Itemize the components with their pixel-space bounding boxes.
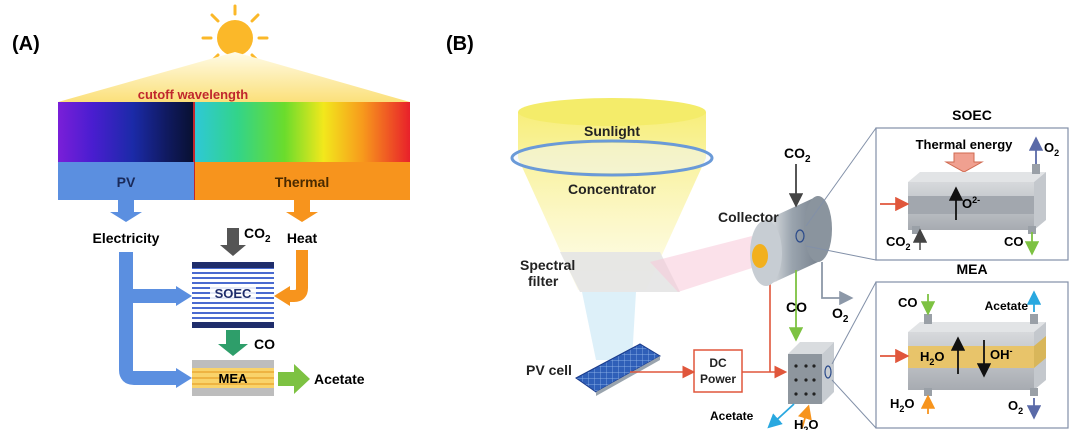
mea-h2o-label: H2O bbox=[920, 349, 945, 367]
acetate-arrow bbox=[278, 364, 310, 394]
reflected-beam bbox=[650, 236, 752, 292]
co2-label-a: CO2 bbox=[244, 225, 271, 245]
heat-label: Heat bbox=[287, 230, 318, 246]
pv-cell-label: PV cell bbox=[526, 362, 572, 378]
mea-detail-box: MEA CO Acetate H2O OH- H2O O2 bbox=[875, 261, 1069, 429]
co2-down-arrow bbox=[220, 228, 246, 256]
mea-detail-title: MEA bbox=[956, 261, 987, 277]
mea-label-a: MEA bbox=[219, 371, 249, 386]
thermal-energy-label: Thermal energy bbox=[916, 137, 1014, 152]
pv-label: PV bbox=[117, 174, 136, 190]
o2-flow-arrow bbox=[821, 262, 854, 306]
cutoff-wavelength-label: cutoff wavelength bbox=[138, 87, 249, 102]
soec-co2-label: CO2 bbox=[886, 234, 911, 252]
collector bbox=[750, 196, 832, 286]
heat-to-soec-flow bbox=[288, 250, 308, 302]
co-label-a: CO bbox=[254, 336, 275, 352]
mea-oh-label: OH- bbox=[990, 346, 1013, 362]
soec-o2-label: O2 bbox=[1044, 140, 1059, 158]
acetate-label-a: Acetate bbox=[314, 371, 365, 387]
thermal-energy-arrow bbox=[944, 152, 984, 173]
sunlight-label: Sunlight bbox=[584, 123, 640, 139]
spectrum-thermal-region bbox=[194, 102, 410, 162]
mea-o2-label: O2 bbox=[1008, 398, 1023, 416]
dc-power-label-1: DC bbox=[709, 356, 727, 370]
pv-band bbox=[58, 162, 194, 200]
concentrator-label: Concentrator bbox=[568, 181, 656, 197]
thermal-down-arrow bbox=[286, 200, 318, 222]
co-down-arrow bbox=[218, 330, 248, 356]
pv-cell bbox=[575, 343, 661, 396]
mea-stack bbox=[788, 342, 834, 404]
electricity-label: Electricity bbox=[93, 230, 160, 246]
acetate-out-label: Acetate bbox=[710, 409, 754, 423]
o2-mid-label: O2 bbox=[832, 305, 849, 325]
electricity-to-soec-flow bbox=[119, 252, 178, 303]
panel-b: (B) Sunlight Concentrator Spectral filte… bbox=[446, 33, 1069, 435]
oxide-ion-label: O2- bbox=[962, 195, 980, 211]
spectral-filter-label-1: Spectral bbox=[520, 257, 575, 273]
dc-power-label-2: Power bbox=[700, 372, 736, 386]
soec-detail-title: SOEC bbox=[952, 107, 992, 123]
panel-a: (A) cutoff wavelength PV Therma bbox=[12, 4, 410, 396]
spectrum-pv-region bbox=[58, 102, 194, 162]
mea-co-label: CO bbox=[898, 295, 918, 310]
thermal-label: Thermal bbox=[275, 174, 329, 190]
soec-label-a: SOEC bbox=[215, 286, 252, 301]
h2o-in-arrow bbox=[798, 404, 812, 429]
transmitted-beam bbox=[582, 292, 636, 360]
collector-label: Collector bbox=[718, 209, 779, 225]
light-cone bbox=[58, 52, 410, 102]
pv-down-arrow bbox=[110, 200, 142, 222]
h2o-in-label: H2O bbox=[794, 417, 819, 430]
co-mid-label: CO bbox=[786, 299, 807, 315]
soec-detail-box: SOEC Thermal energy O2- O2 CO2 CO bbox=[875, 107, 1069, 261]
mea-acetate-label: Acetate bbox=[985, 299, 1029, 313]
spectral-filter-label-2: filter bbox=[528, 273, 559, 289]
soec-co-label: CO bbox=[1004, 234, 1024, 249]
mea-h2o-in-label: H2O bbox=[890, 396, 915, 414]
acetate-out-arrow bbox=[767, 403, 795, 429]
co2-top-label: CO2 bbox=[784, 145, 811, 165]
concentrator-lens bbox=[510, 139, 714, 177]
panel-b-label: (B) bbox=[446, 33, 474, 55]
thermal-band bbox=[195, 162, 410, 200]
sunlight-beam bbox=[518, 112, 706, 290]
electricity-to-mea-flow bbox=[119, 290, 178, 385]
dc-power-box bbox=[693, 349, 743, 393]
panel-a-label: (A) bbox=[12, 33, 40, 55]
